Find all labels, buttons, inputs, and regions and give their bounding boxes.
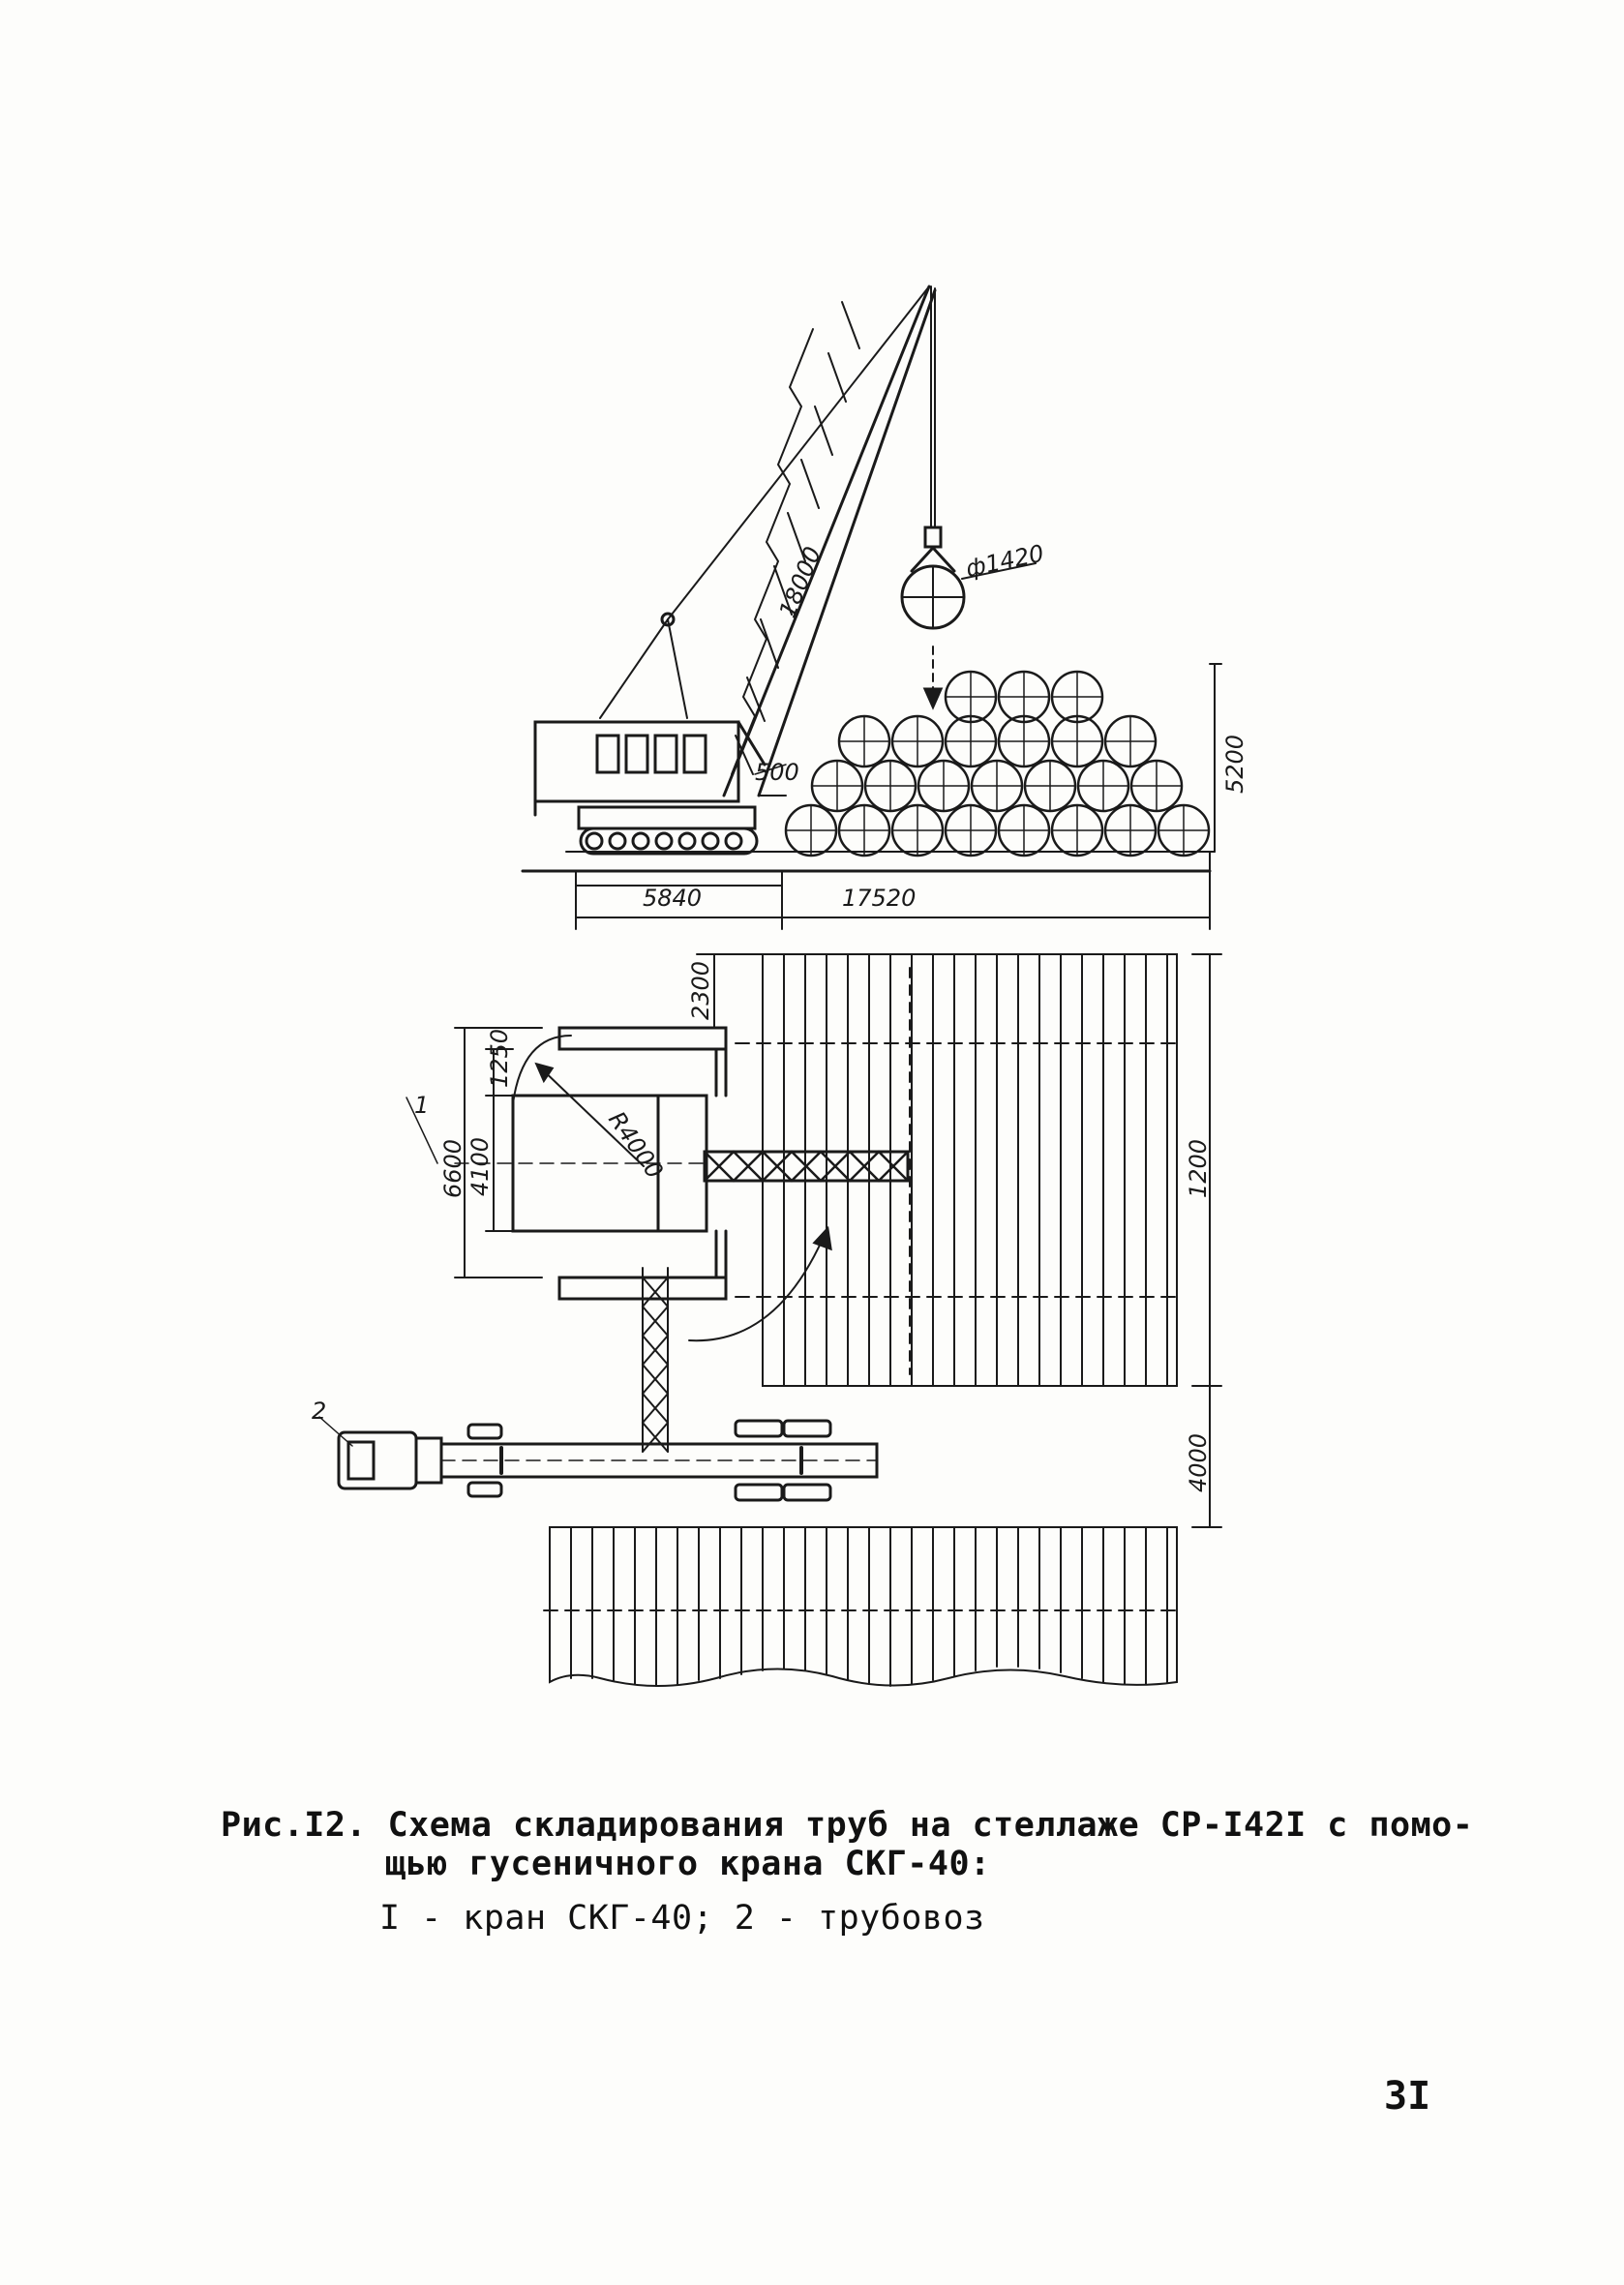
- crane-cab: [533, 720, 767, 817]
- label-total-width: 17520: [842, 885, 916, 912]
- crawler-track: [577, 805, 759, 856]
- side-elevation: [521, 285, 1222, 930]
- label-rack-length: 1200: [1185, 1139, 1212, 1198]
- label-crane-offset: 5840: [643, 885, 702, 912]
- page-number: 3I: [1384, 2074, 1431, 2119]
- callout-truck: 2: [312, 1398, 326, 1425]
- label-road-gap: 4000: [1185, 1433, 1212, 1492]
- callout-crane: 1: [414, 1092, 429, 1119]
- pipe-stack: [784, 670, 1211, 857]
- label-boom-length: 18000: [774, 543, 827, 621]
- caption-legend: I - кран СКГ-40; 2 - трубовоз: [379, 1899, 985, 1938]
- dimension-labels: ф1420 18000 500 5200 5840 17520 2300 125…: [312, 540, 1248, 1492]
- caption-title-continued: щью гусеничного крана СКГ-40:: [385, 1845, 991, 1883]
- label-crane-length: 6600: [439, 1139, 466, 1198]
- suspended-pipe: [900, 546, 966, 630]
- crane-boom: [722, 285, 937, 797]
- label-top-gap: 2300: [687, 961, 714, 1020]
- crane-plan: [454, 1026, 910, 1301]
- pipe-truck: [318, 1416, 879, 1502]
- boom-to-truck: [641, 1267, 670, 1453]
- label-stack-height: 5200: [1221, 735, 1248, 794]
- lower-pipe-rack: [543, 1526, 1184, 1687]
- label-clearance: 500: [755, 759, 799, 786]
- label-crane-front: 1250: [486, 1029, 513, 1088]
- caption-title: Рис.I2. Схема складирования труб на стел…: [221, 1806, 1474, 1845]
- plan-view: [318, 953, 1222, 1687]
- label-crane-body: 4100: [466, 1137, 494, 1196]
- label-pipe-diameter: ф1420: [963, 540, 1046, 583]
